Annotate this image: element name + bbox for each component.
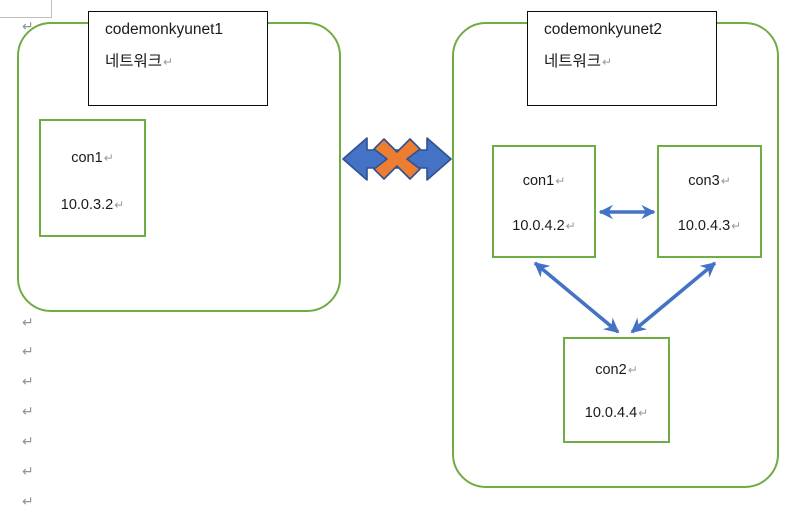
container-node-net2-con3[interactable]: con3↵ 10.0.4.3↵ [657,145,762,258]
pilcrow-icon: ↵ [163,54,174,69]
network-label-korean-text-1: 네트워크 [105,52,163,70]
connection-arrow-con1-con2 [533,261,620,334]
pilcrow-icon: ↵ [114,197,125,212]
block-x-icon [373,138,421,180]
pilcrow-icon: ↵ [22,344,34,360]
pilcrow-icon: ↵ [555,174,566,188]
pilcrow-icon: ↵ [22,494,34,510]
network-label-codemonkyunet2: codemonkyunet2 네트워크↵ [527,11,717,106]
container-node-ip: 10.0.4.4↵ [584,404,649,421]
pilcrow-icon: ↵ [22,464,34,480]
container-name-text: con2 [595,362,627,378]
pilcrow-icon: ↵ [731,218,742,233]
pilcrow-icon: ↵ [22,434,34,450]
container-node-net1-con1[interactable]: con1↵ 10.0.3.2↵ [39,119,146,237]
container-ip-text: 10.0.4.2 [512,217,565,234]
pilcrow-icon: ↵ [22,374,34,390]
container-ip-text: 10.0.3.2 [60,196,114,213]
pilcrow-icon: ↵ [22,315,34,331]
network-name-codemonkyunet1: codemonkyunet1 [105,21,224,38]
pilcrow-icon: ↵ [22,404,34,420]
page-margin-marker-top-left [0,0,52,18]
pilcrow-icon: ↵ [103,151,114,165]
container-name-text: con3 [688,173,720,189]
pilcrow-icon: ↵ [720,174,731,188]
connection-arrow-con3-con2 [630,261,717,334]
network-label-korean-2: 네트워크↵ [544,52,716,70]
container-node-ip: 10.0.4.2↵ [512,217,576,234]
pilcrow-icon: ↵ [565,218,576,233]
container-name-text: con1 [71,150,103,166]
network-label-korean-text-2: 네트워크 [544,52,602,70]
container-node-net2-con1[interactable]: con1↵ 10.0.4.2↵ [492,145,596,258]
network-label-korean-1: 네트워크↵ [105,52,267,70]
network-name-codemonkyunet2: codemonkyunet2 [544,21,663,38]
pilcrow-icon: ↵ [638,405,649,420]
container-node-name: con3↵ [688,174,731,189]
container-node-name: con1↵ [523,174,566,189]
container-node-name: con1↵ [71,151,114,166]
blocked-connection-arrow [342,137,452,181]
container-node-ip: 10.0.4.3↵ [677,217,742,234]
pilcrow-icon: ↵ [627,363,638,377]
container-ip-text: 10.0.4.3 [677,217,731,234]
pilcrow-icon: ↵ [602,54,613,69]
container-node-net2-con2[interactable]: con2↵ 10.0.4.4↵ [563,337,670,443]
pilcrow-icon: ↵ [22,19,34,35]
container-node-name: con2↵ [595,363,638,378]
container-name-text: con1 [522,173,555,189]
container-ip-text: 10.0.4.4 [584,404,638,421]
network-label-codemonkyunet1: codemonkyunet1 네트워크↵ [88,11,268,106]
container-node-ip: 10.0.3.2↵ [60,196,125,213]
